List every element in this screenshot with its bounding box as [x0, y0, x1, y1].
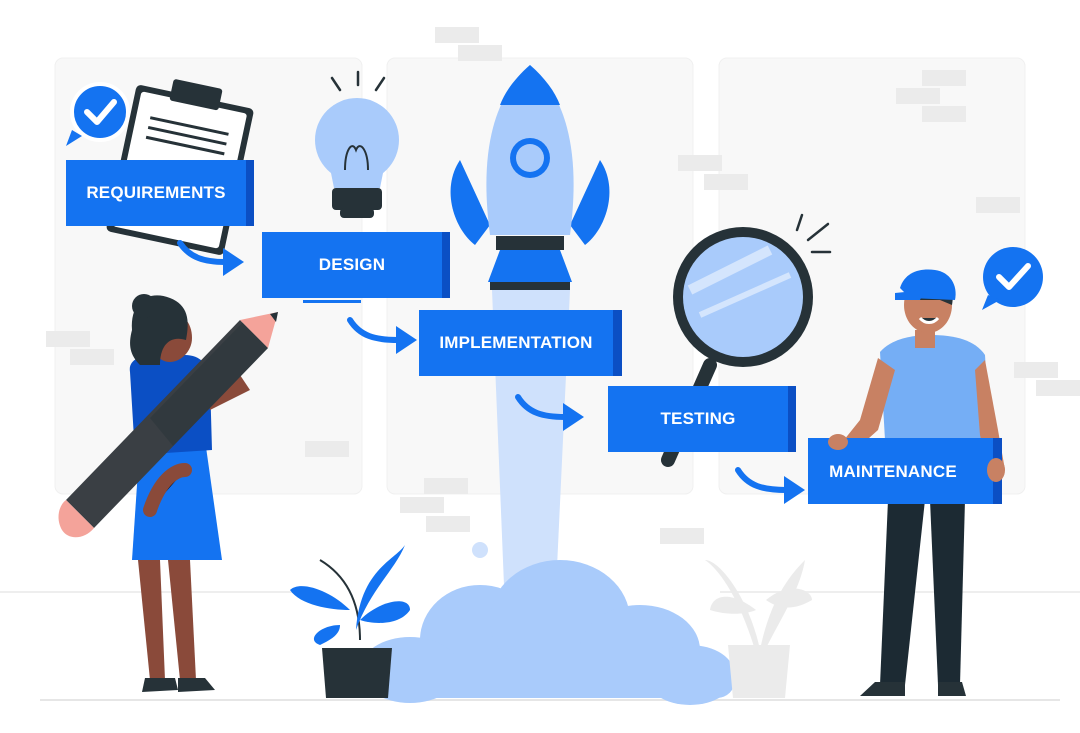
cloud-icon: [360, 560, 735, 705]
plant-icon-2: [705, 560, 812, 698]
pencil-icon: [58, 312, 278, 538]
arrow-heads: [223, 248, 805, 504]
lightbulb-icon: [315, 70, 399, 218]
checkmark-bubble-icon-2: [982, 247, 1043, 310]
step-boxes: [66, 160, 1002, 504]
man-hands: [828, 434, 1005, 482]
rocket-icon: [450, 65, 610, 290]
checkmark-bubble-icon: [66, 82, 130, 146]
wall-bricks: [46, 27, 1080, 544]
step-label-design: DESIGN: [318, 255, 386, 274]
plant-icon: [290, 545, 410, 698]
step-label-maintenance: MAINTENANCE: [829, 462, 957, 481]
step-label-requirements: REQUIREMENTS: [86, 183, 226, 202]
step-label-testing: TESTING: [660, 409, 736, 428]
arrow-icon: [177, 240, 789, 493]
man-character: [840, 269, 1005, 696]
step-label-implementation: IMPLEMENTATION: [439, 333, 593, 352]
